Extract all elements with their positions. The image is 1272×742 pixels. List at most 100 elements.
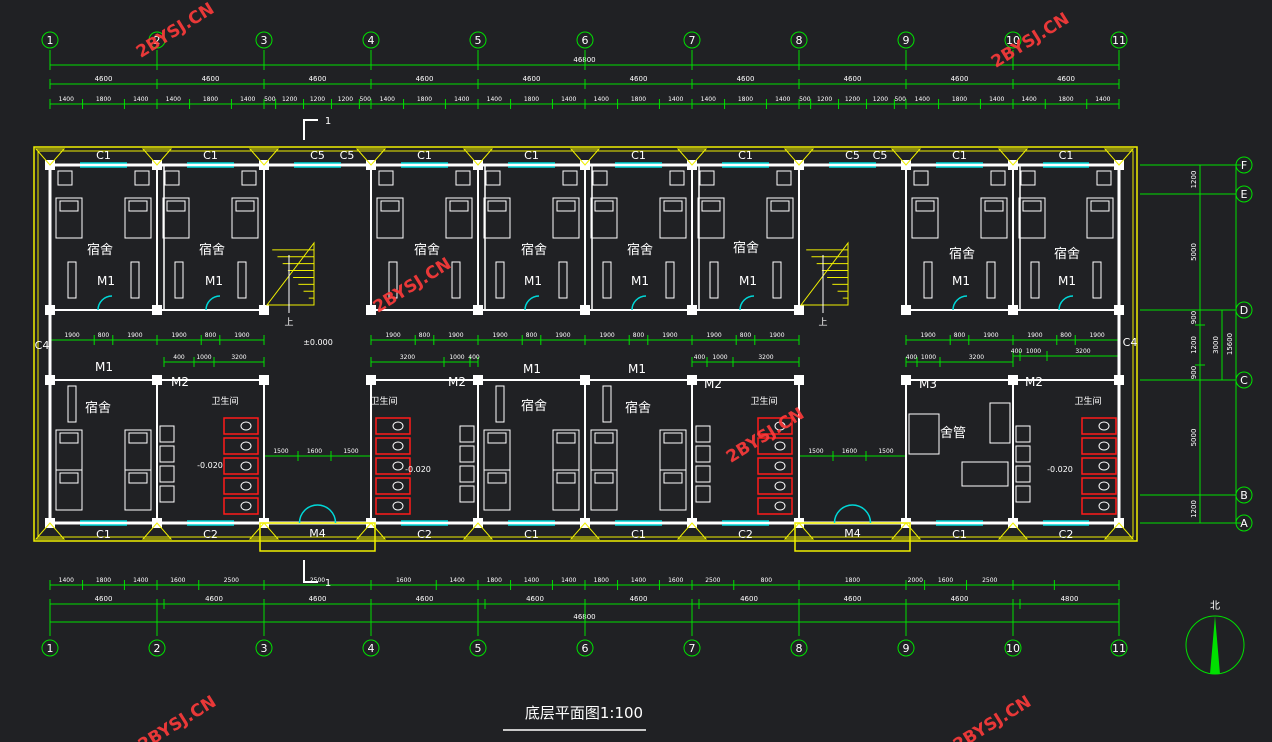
dimension-label: 400 [694,354,706,361]
pillow [663,200,683,212]
axis-bubble [790,639,808,657]
wardrobe [378,170,394,186]
bed [590,197,618,239]
axis-bubble [1004,639,1022,657]
wardrobe [592,170,608,186]
dimension-label: 1600 [396,577,411,584]
column-cap [34,148,66,166]
dimension-label: 1400 [454,96,469,103]
toilet-bowl [774,461,786,471]
dimension-label: 1400 [1095,96,1110,103]
pillow [663,432,683,444]
axis-bubble [362,31,380,49]
room-label-dorm: 宿舍 [1054,246,1080,262]
structural-column [1114,305,1124,315]
stair-up-label: 上 [284,317,293,328]
desk [495,385,505,423]
wardrobe [241,170,257,186]
toilet-stall [223,457,259,475]
dimension-label: 1400 [594,96,609,103]
dimension-label: 4600 [416,595,434,603]
desk [174,261,184,299]
dimension-label: 4600 [737,75,755,83]
dimension-label: 1800 [1058,96,1073,103]
dimension-label: 1900 [234,332,249,339]
pillow [449,200,469,212]
watermark-text: 2BYSJ.CN [988,9,1073,73]
wash-basin [159,445,175,463]
axis-label: 5 [475,34,482,47]
window-label: C1 [203,149,218,162]
column-cap [783,522,815,540]
desk [67,385,77,423]
dimension-label: 800 [526,332,538,339]
toilet-bowl [392,481,404,491]
column-cap [462,522,494,540]
door-swing [205,295,221,311]
axis-bubble [469,31,487,49]
wardrobe [776,170,792,186]
north-label: 北 [1210,600,1220,612]
axis-bubble [683,639,701,657]
structural-column [45,375,55,385]
pillow [915,200,935,212]
dimension-label: 1900 [983,332,998,339]
dimension-label: 500 [264,96,276,103]
bed [697,197,725,239]
pillow [594,472,614,484]
desk [237,261,247,299]
dimension-label: 1400 [133,96,148,103]
desk [130,261,140,299]
room-label-wc: 卫生间 [370,395,397,407]
axis-bubble [897,31,915,49]
axis-label: 4 [368,642,375,655]
stair-flight [799,241,849,306]
dimension-label: 1500 [878,448,893,455]
dimension-label: 3200 [758,354,773,361]
exterior-outline-inner [37,150,1134,538]
axis-bubble [41,31,59,49]
axis-label: 10 [1006,34,1020,47]
dimension-label: 1800 [203,96,218,103]
toilet-stall [375,417,411,435]
axis-bubble [1235,514,1253,532]
dimension-label: 1200 [1190,336,1198,354]
room-label-manager: 舍管 [940,426,966,441]
wardrobe [990,170,1006,186]
dimension-label: 1900 [448,332,463,339]
structural-column [901,305,911,315]
pillow [59,200,79,212]
dimension-label: 4600 [523,75,541,83]
axis-label: 8 [796,642,803,655]
window-label: C1 [952,149,967,162]
dimension-label: 1800 [96,96,111,103]
pillow [1022,200,1042,212]
toilet-stall [223,437,259,455]
dimension-label: 3200 [1075,348,1090,355]
structural-column [259,375,269,385]
dimension-label: 4600 [526,595,544,603]
dimension-label: 500 [894,96,906,103]
dimension-label: 4600 [309,595,327,603]
wash-basin [1015,425,1031,443]
elevation-label: -0.020 [197,461,223,470]
door-label: M3 [919,377,937,391]
door-swing [631,295,647,311]
dimension-label: 1400 [380,96,395,103]
dimension-label: 1500 [343,448,358,455]
window-label: C2 [203,528,218,541]
dimension-label: 5000 [1190,429,1198,447]
axis-label: 8 [796,34,803,47]
bed [483,197,511,239]
dimension-label: 2500 [224,577,239,584]
dimension-label: 1000 [712,354,727,361]
pillow [59,432,79,444]
dimension-label: 2500 [705,577,720,584]
pillow [128,432,148,444]
dimension-label: 1600 [668,577,683,584]
dimension-layer: 4680046004600460046004600460046004600460… [49,56,1241,627]
dimension-label: 1000 [449,354,464,361]
column-cap [248,522,280,540]
dimension-label: 1900 [492,332,507,339]
door-swing [952,295,968,311]
